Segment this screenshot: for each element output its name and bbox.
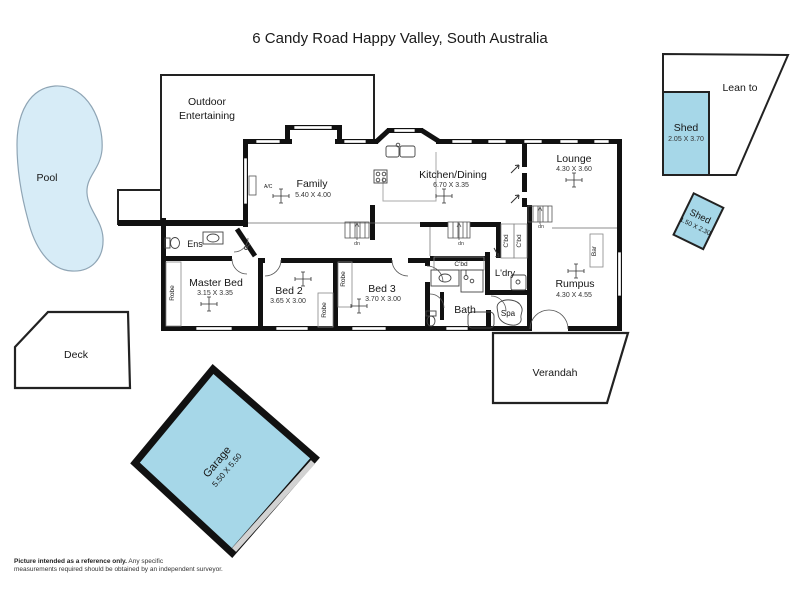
bed-2-label: Bed 2	[275, 285, 303, 297]
windows	[195, 125, 622, 331]
shed-large-shape	[662, 91, 710, 176]
shed-large-dims: 2.05 X 3.70	[668, 136, 704, 143]
bar-label: Bar	[591, 245, 598, 256]
shed-large-label: Shed	[674, 122, 699, 134]
diagonal-walls	[234, 127, 442, 258]
spa-label: Spa	[501, 309, 516, 318]
pool-label: Pool	[36, 172, 57, 184]
cupboard-label-2: C'bd	[516, 234, 523, 248]
bed-3-label: Bed 3	[368, 283, 396, 295]
door-arcs	[231, 237, 569, 330]
pool-side-structure	[117, 189, 162, 225]
family-label: Family	[297, 178, 329, 190]
down-label-3: dn	[538, 224, 544, 230]
air-conditioner-label: A/C	[264, 184, 273, 190]
family-dims: 5.40 X 4.00	[295, 192, 331, 199]
verandah-shape	[491, 331, 630, 405]
kitchen-counter	[382, 152, 437, 202]
stairs	[344, 205, 553, 240]
disclaimer-line2: measurements required should be obtained…	[14, 566, 223, 573]
ensuite-label: Ens	[187, 239, 203, 249]
storage-outlines	[165, 175, 604, 328]
opening-arrows	[493, 164, 520, 258]
robe-label-bed3: Robe	[340, 271, 347, 287]
rumpus-label: Rumpus	[555, 278, 594, 290]
verandah-label: Verandah	[533, 367, 578, 379]
kitchen-dining-dims: 6.70 X 3.35	[433, 182, 469, 189]
laundry-label: L'dry	[495, 268, 516, 279]
kitchen-dining-label: Kitchen/Dining	[419, 169, 487, 181]
garage-door	[231, 460, 316, 552]
lounge-dims: 4.30 X 3.60	[556, 166, 592, 173]
down-label-1: dn	[354, 241, 360, 247]
master-bed-label: Master Bed	[189, 277, 243, 289]
outdoor-entertaining-outline	[160, 74, 375, 220]
plumbing-fixtures	[164, 142, 527, 329]
cupboard-label-hall: C'bd	[454, 261, 468, 268]
robe-label-bed2: Robe	[321, 302, 328, 318]
house-walls	[118, 125, 622, 331]
disclaimer: Picture intended as a reference only. An…	[14, 558, 254, 574]
shed-small-group: Shed 1.50 X 2.30	[672, 191, 725, 251]
lean-to-label: Lean to	[722, 82, 757, 94]
bed-3-dims: 3.70 X 3.00	[365, 296, 401, 303]
interior-lines	[248, 222, 617, 256]
shed-small-shape	[672, 191, 725, 251]
outdoor-entertaining-label-1: Outdoor	[188, 96, 226, 108]
rumpus-dims: 4.30 X 4.55	[556, 292, 592, 299]
dimension-crosses	[200, 172, 585, 314]
disclaimer-bold: Picture intended as a reference only.	[14, 558, 127, 565]
outdoor-entertaining-label-2: Entertaining	[179, 110, 235, 122]
bath-label: Bath	[454, 304, 476, 316]
pool-shape	[16, 85, 104, 272]
down-label-2: dn	[458, 241, 464, 247]
page-title: 6 Candy Road Happy Valley, South Austral…	[252, 30, 548, 47]
bed-2-dims: 3.65 X 3.00	[270, 298, 306, 305]
deck-label: Deck	[64, 349, 89, 361]
disclaimer-rest: Any specific	[126, 558, 164, 565]
lounge-label: Lounge	[556, 153, 591, 165]
master-bed-dims: 3.15 X 3.35	[197, 290, 233, 297]
robe-label-master: Robe	[169, 285, 176, 301]
cupboard-label-1: C'bd	[503, 234, 510, 248]
deck-shape	[13, 310, 132, 390]
